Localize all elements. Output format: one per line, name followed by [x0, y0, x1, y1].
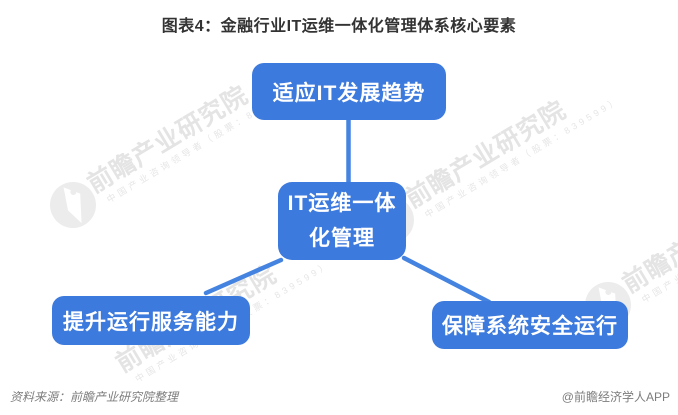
connector-bottom-right — [401, 255, 492, 305]
node-top: 适应IT发展趋势 — [252, 63, 446, 120]
figure-title: 图表4：金融行业IT运维一体化管理体系核心要素 — [161, 18, 517, 35]
connector-bottom-left — [203, 257, 284, 296]
node-center-line1: IT运维一体 — [287, 192, 397, 215]
node-center-line2: 化管理 — [309, 227, 375, 250]
source-note: 资料来源：前瞻产业研究院整理 — [10, 390, 179, 404]
node-bottom-left: 提升运行服务能力 — [52, 296, 250, 345]
node-bottom-right: 保障系统安全运行 — [432, 301, 628, 349]
credit-note: @前瞻经济学人APP — [561, 390, 670, 404]
node-center: IT运维一体 化管理 — [278, 182, 406, 260]
